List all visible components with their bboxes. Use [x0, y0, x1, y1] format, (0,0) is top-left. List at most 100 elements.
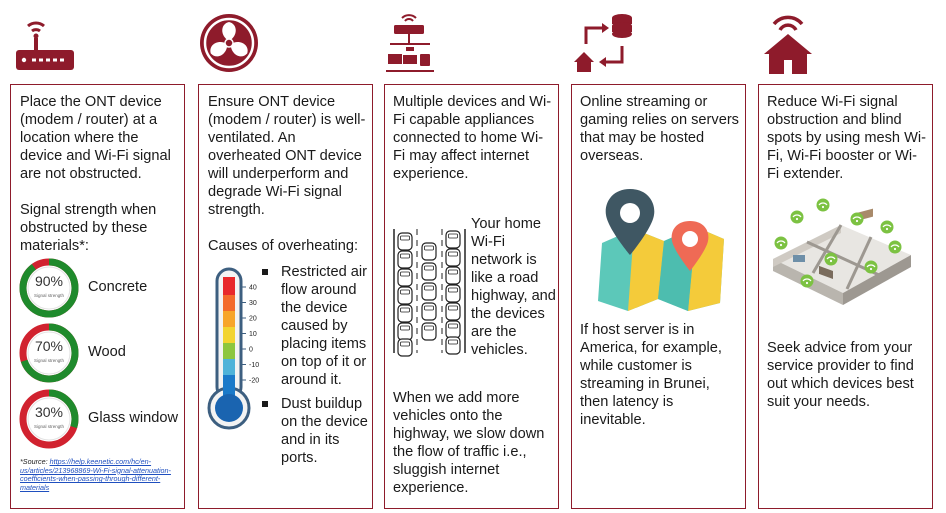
- wifi-dot: [829, 259, 833, 263]
- car-window: [400, 235, 410, 241]
- wifi-dot: [779, 243, 783, 247]
- wifi-badge: [800, 274, 814, 288]
- wifi-badge: [888, 240, 902, 254]
- wifi-arc: [882, 224, 892, 228]
- wifi-dot: [869, 267, 873, 271]
- car: [445, 284, 461, 303]
- car-window: [448, 233, 458, 239]
- ring-strength: [19, 323, 79, 383]
- bullet-item: Dust buildup on the device and in its po…: [261, 395, 371, 467]
- wifi-arc: [818, 202, 828, 206]
- car: [421, 282, 437, 301]
- wifi-badge: [774, 236, 788, 250]
- car: [421, 302, 437, 321]
- wifi-arc: [792, 214, 802, 218]
- wifi-badge: [864, 260, 878, 274]
- wifi-dot: [893, 247, 897, 251]
- car: [445, 266, 461, 285]
- thermo-tick-label: 40: [249, 285, 257, 292]
- wifi-arc: [866, 264, 876, 268]
- signal-caption: Signal strength: [33, 358, 65, 363]
- car-window: [400, 325, 410, 331]
- material-name: Concrete: [88, 279, 148, 295]
- wifi-arc: [826, 256, 836, 260]
- signal-caption: Signal strength: [33, 424, 65, 429]
- signal-percent: 70%: [34, 338, 64, 354]
- car-window: [448, 339, 458, 345]
- material-name: Wood: [88, 344, 126, 360]
- material-row-concrete: 90% Signal strength Concrete: [18, 257, 183, 319]
- thermometer-ticks: 40 30 20 10 0 -10 -20: [241, 285, 259, 385]
- car-window: [448, 269, 458, 275]
- thermo-tick-label: 0: [249, 347, 253, 354]
- car-window: [448, 251, 458, 257]
- wifi-dot: [855, 219, 859, 223]
- car-window: [448, 323, 458, 329]
- car-group: [397, 230, 461, 357]
- panel5-text: Reduce Wi-Fi signal obstruction and blin…: [767, 94, 926, 182]
- car: [397, 338, 413, 357]
- thermo-tick-label: -20: [249, 378, 259, 385]
- signal-ring: [19, 389, 79, 449]
- server-transfer-icon: [574, 14, 632, 72]
- car-window: [400, 341, 410, 347]
- source-note: *Source: https://help.keenetic.com/hc/en…: [20, 457, 180, 492]
- panel1-subheading: Signal strength when obstructed by these…: [20, 202, 157, 254]
- thermo-tick-label: 30: [249, 300, 257, 307]
- network-devices-icon: [386, 14, 434, 72]
- car: [421, 322, 437, 341]
- signal-percent: 90%: [34, 273, 64, 289]
- car-window: [424, 245, 434, 251]
- signal-caption: Signal strength: [33, 293, 65, 298]
- wifi-badge: [850, 212, 864, 226]
- car: [397, 322, 413, 341]
- car-window: [424, 305, 434, 311]
- source-prefix: *Source:: [20, 457, 50, 466]
- ring-strength: [19, 258, 79, 318]
- panel2-text: Ensure ONT device (modem / router) is we…: [208, 94, 366, 218]
- car-window: [424, 325, 434, 331]
- car-window: [400, 253, 410, 259]
- panel-multiple-devices: Multiple devices and Wi-Fi capable appli…: [384, 84, 559, 509]
- highway-cars-icon: [393, 229, 466, 357]
- car-window: [400, 271, 410, 277]
- ring-center: [27, 331, 71, 375]
- wifi-badge: [816, 198, 830, 212]
- thermo-tick-label: 20: [249, 316, 257, 323]
- panel4-text: Online streaming or gaming relies on ser…: [580, 94, 739, 164]
- ring-strength: [19, 389, 79, 449]
- bullet-item: Restricted air flow around the device ca…: [261, 263, 371, 389]
- car-window: [400, 289, 410, 295]
- car-window: [400, 307, 410, 313]
- panel3-text2: When we add more vehicles onto the highw…: [393, 390, 545, 496]
- panel-mesh-wifi: Reduce Wi-Fi signal obstruction and blin…: [758, 84, 933, 509]
- wifi-arc: [776, 240, 786, 244]
- material-row-wood: 70% Signal strength Wood: [18, 322, 183, 384]
- router-icon: [16, 21, 74, 70]
- panel4-text2: If host server is in America, for exampl…: [580, 322, 722, 428]
- wifi-dot: [795, 217, 799, 221]
- car: [445, 320, 461, 339]
- panel1-text: Place the ONT device (modem / router) at…: [20, 94, 171, 182]
- car: [397, 232, 413, 251]
- map-pins-icon: [598, 189, 724, 311]
- car: [397, 250, 413, 269]
- car: [421, 242, 437, 261]
- source-link[interactable]: https://help.keenetic.com/hc/en-us/artic…: [20, 457, 171, 492]
- car: [445, 230, 461, 249]
- wifi-arc: [852, 216, 862, 220]
- wifi-dot: [805, 281, 809, 285]
- car-window: [424, 285, 434, 291]
- car-window: [424, 265, 434, 271]
- car: [397, 304, 413, 323]
- thermo-tick-label: 10: [249, 331, 257, 338]
- wifi-badge: [824, 252, 838, 266]
- home-wifi-icon: [764, 15, 812, 74]
- signal-ring: [19, 258, 79, 318]
- overheating-causes-list: Restricted air flow around the device ca…: [261, 263, 371, 473]
- fan-icon: [200, 14, 258, 72]
- car-window: [448, 305, 458, 311]
- car: [397, 286, 413, 305]
- signal-percent: 30%: [34, 404, 64, 420]
- thermo-tick-label: -10: [249, 362, 259, 369]
